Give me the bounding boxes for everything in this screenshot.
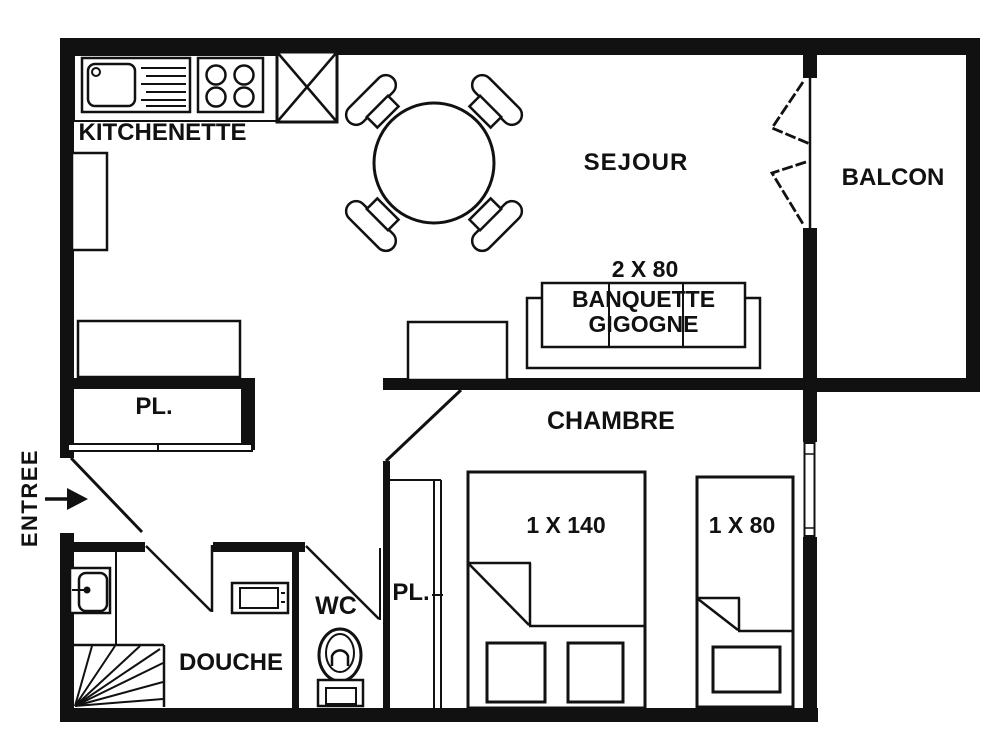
- fridge-cross-icon: [275, 50, 339, 124]
- balcony-door-leaf-upper: [769, 81, 811, 146]
- drainer-lines-icon: [141, 67, 186, 107]
- tall-cabinet-icon: [70, 151, 109, 252]
- room-label-balcon: BALCON: [841, 164, 945, 191]
- chambre-door-leaf: [384, 388, 463, 463]
- room-label-douche: DOUCHE: [178, 649, 283, 676]
- pillow-icon: [566, 641, 625, 704]
- wall-bath-top-right: [213, 542, 305, 552]
- chair-icon: [344, 73, 401, 130]
- wall-balcony-divider-mid: [803, 228, 817, 442]
- single-bed-dimension: 1 X 80: [708, 512, 776, 538]
- room-label-entree: ENTREE: [17, 448, 42, 548]
- wall-balcony-divider-top: [803, 38, 817, 78]
- sofa-icon: [76, 319, 242, 379]
- banquette-gigogne-icon: [525, 281, 762, 370]
- wall-outer-right: [966, 38, 980, 392]
- wall-top: [60, 38, 980, 55]
- chair-icon: [467, 196, 524, 253]
- room-label-sejour: SEJOUR: [583, 149, 689, 176]
- pillow-icon: [485, 641, 547, 704]
- burner-icon: [205, 64, 227, 86]
- balcony-door: [769, 76, 812, 228]
- douche-door-leaf: [145, 545, 212, 612]
- wall-bath-top-left: [60, 542, 145, 552]
- burner-icon: [233, 86, 255, 108]
- pillow-icon: [711, 645, 782, 694]
- single-bed-icon: [695, 475, 795, 709]
- washbasin-bowl-icon: [77, 571, 109, 613]
- entry-door-leaf: [69, 456, 144, 534]
- washbasin-drain-icon: [83, 586, 91, 594]
- room-label-kitchenette: KITCHENETTE: [78, 119, 247, 146]
- wall-entry-closet-right: [241, 378, 255, 450]
- shower-tray-icon: [72, 643, 166, 707]
- wall-douche-wc: [292, 545, 299, 708]
- doors: [69, 388, 463, 620]
- tv-stand-icon: [406, 320, 509, 382]
- banquette-label-line1: BANQUETTE: [571, 286, 716, 312]
- room-label-wc: WC: [315, 592, 357, 620]
- burner-icon: [205, 86, 227, 108]
- stove-icon: [196, 56, 265, 114]
- chair-icon: [344, 196, 401, 253]
- banquette-label: BANQUETTE GIGOGNE: [552, 287, 735, 337]
- dining-set: [344, 73, 524, 253]
- chair-icon: [467, 73, 524, 130]
- window-chambre: [803, 442, 816, 537]
- wall-hall-chambre: [383, 461, 390, 722]
- wall-left-upper: [60, 38, 74, 458]
- burner-icon: [233, 64, 255, 86]
- banquette-label-line2: GIGOGNE: [588, 311, 699, 337]
- wall-left-lower: [60, 533, 74, 722]
- banquette-dimension: 2 X 80: [611, 256, 679, 282]
- entry-closet-doors: [67, 443, 253, 452]
- shelf-unit-icon: [230, 581, 290, 615]
- faucet-icon: [91, 67, 101, 77]
- kitchenette-counter: [70, 50, 339, 252]
- closet-label-entry: PL.: [135, 393, 173, 420]
- balcony-door-leaf-lower: [769, 160, 807, 225]
- wall-bottom: [60, 708, 818, 722]
- wall-chambre-right: [803, 537, 817, 722]
- closet-label-chambre: PL.: [392, 579, 430, 606]
- entry-arrow-icon: [45, 488, 88, 510]
- double-bed-dimension: 1 X 140: [526, 512, 606, 538]
- wall-balcony-bottom: [803, 378, 980, 392]
- chambre-closet-icon: [389, 479, 443, 708]
- round-table-icon: [372, 101, 496, 225]
- wc-door-leaf: [305, 545, 380, 620]
- wall-entry-closet-top: [62, 378, 255, 389]
- double-bed-icon: [466, 470, 647, 710]
- room-label-chambre: CHAMBRE: [547, 407, 675, 435]
- bathroom: [68, 552, 365, 708]
- toilet-icon: [316, 627, 365, 708]
